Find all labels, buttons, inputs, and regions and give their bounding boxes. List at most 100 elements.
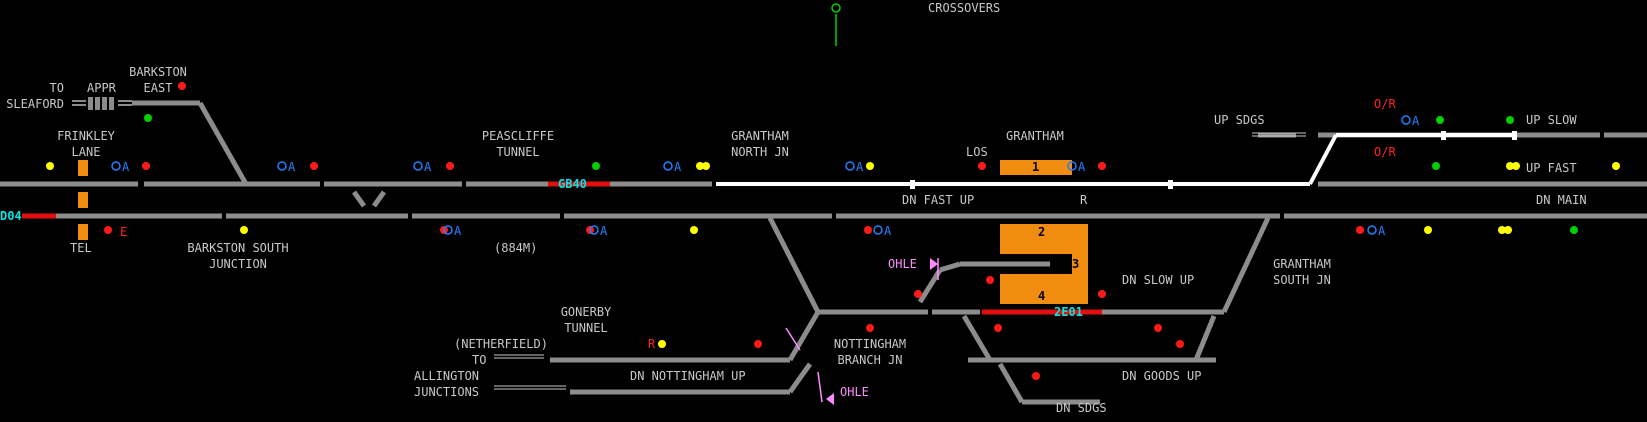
- signal-green-icon[interactable]: [1506, 116, 1514, 124]
- auto-working-label: A: [674, 160, 682, 174]
- dn-fast-up-label: DN FAST UP: [902, 193, 975, 207]
- signal-yellow-icon[interactable]: [1498, 226, 1506, 234]
- auto-working-label: A: [288, 160, 296, 174]
- route-to-up-slow[interactable]: [1308, 134, 1338, 185]
- auto-working-label: A: [424, 160, 432, 174]
- signal-red-icon[interactable]: [866, 324, 874, 332]
- nottingham-branch-label: NOTTINGHAM: [833, 337, 907, 351]
- signal-yellow-icon[interactable]: [1512, 162, 1520, 170]
- signal-red-icon[interactable]: [986, 276, 994, 284]
- ohle-marker-icon[interactable]: [826, 393, 834, 405]
- los-label: LOS: [966, 145, 988, 159]
- signal-yellow-icon[interactable]: [1506, 162, 1514, 170]
- auto-working-icon[interactable]: [663, 161, 673, 171]
- track-nottingham-dn-link[interactable]: [787, 362, 813, 394]
- signal-yellow-icon[interactable]: [46, 162, 54, 170]
- auto-working-icon[interactable]: [873, 225, 883, 235]
- dn-slow-up-label: DN SLOW UP: [1122, 273, 1195, 287]
- signal-yellow-icon[interactable]: [1612, 162, 1620, 170]
- signal-red-icon[interactable]: [142, 162, 150, 170]
- track-barkston-curve[interactable]: [197, 101, 249, 186]
- track-south-curve[interactable]: [1221, 216, 1271, 314]
- auto-working-icon[interactable]: [1401, 115, 1411, 125]
- signal-yellow-icon[interactable]: [696, 162, 704, 170]
- berth-2e01[interactable]: 2E01: [1054, 305, 1083, 319]
- or-label-2: O/R: [1374, 145, 1396, 159]
- track-bay-link-2[interactable]: [917, 268, 943, 304]
- allington-label: ALLINGTON: [414, 369, 480, 383]
- auto-working-icon[interactable]: [1367, 225, 1377, 235]
- track-crossover-1[interactable]: [351, 190, 367, 208]
- auto-working-icon[interactable]: [443, 225, 453, 235]
- platform-2[interactable]: [1000, 224, 1088, 254]
- track-nottingham-diverge[interactable]: [767, 216, 821, 314]
- allington-label-2: JUNCTIONS: [414, 385, 480, 399]
- signal-yellow-icon[interactable]: [866, 162, 874, 170]
- track-joints: [138, 180, 1284, 316]
- track-crossover-2[interactable]: [371, 190, 387, 208]
- signal-red-icon[interactable]: [1032, 372, 1040, 380]
- crossovers-indicator-icon[interactable]: [831, 3, 841, 13]
- signal-green-icon[interactable]: [592, 162, 600, 170]
- grantham-north-label-2: NORTH JN: [731, 145, 789, 159]
- signal-red-icon[interactable]: [994, 324, 1002, 332]
- signal-yellow-icon[interactable]: [1504, 226, 1512, 234]
- e-label: E: [120, 225, 128, 239]
- signal-yellow-icon[interactable]: [658, 340, 666, 348]
- signal-red-icon[interactable]: [864, 226, 872, 234]
- grantham-label: GRANTHAM: [1006, 129, 1064, 143]
- ohle-marker-icon[interactable]: [930, 258, 938, 270]
- signal-green-icon[interactable]: [144, 114, 152, 122]
- auto-working-icon[interactable]: [413, 161, 423, 171]
- signal-green-icon[interactable]: [1570, 226, 1578, 234]
- track-nottingham-link[interactable]: [787, 310, 821, 362]
- signal-yellow-icon[interactable]: [240, 226, 248, 234]
- frinkley-lane-label-2: LANE: [71, 145, 101, 159]
- netherfield-label: (NETHERFIELD): [454, 337, 548, 351]
- signal-yellow-icon[interactable]: [702, 162, 710, 170]
- signal-red-icon[interactable]: [310, 162, 318, 170]
- platform-3[interactable]: [1072, 254, 1088, 274]
- auto-working-icon[interactable]: [589, 225, 599, 235]
- signal-red-icon[interactable]: [1098, 290, 1106, 298]
- signal-red-icon[interactable]: [1154, 324, 1162, 332]
- track-dn-sdgs-link[interactable]: [997, 362, 1025, 404]
- signal-red-icon[interactable]: [978, 162, 986, 170]
- sleaford-label: SLEAFORD: [6, 97, 64, 111]
- track-bay-link[interactable]: [939, 261, 961, 273]
- platform-1[interactable]: [1000, 160, 1072, 175]
- signal-yellow-icon[interactable]: [1424, 226, 1432, 234]
- track-layout: [0, 100, 1647, 405]
- signal-green-icon[interactable]: [1432, 162, 1440, 170]
- track-goods-link[interactable]: [961, 314, 993, 362]
- auto-working-label: A: [1412, 114, 1420, 128]
- auto-working-label: A: [122, 160, 130, 174]
- signal-red-icon[interactable]: [1098, 162, 1106, 170]
- signal-red-icon[interactable]: [914, 290, 922, 298]
- signal-yellow-icon[interactable]: [690, 226, 698, 234]
- signal-red-icon[interactable]: [754, 340, 762, 348]
- signal-red-icon[interactable]: [178, 82, 186, 90]
- platform-2-number: 2: [1038, 225, 1046, 239]
- track-goods-link-2[interactable]: [1193, 315, 1217, 361]
- berth-d04[interactable]: D04: [0, 209, 22, 223]
- frinkley-lane-label: FRINKLEY: [57, 129, 115, 143]
- auto-working-icon[interactable]: [277, 161, 287, 171]
- berth-gb40[interactable]: GB40: [558, 177, 587, 191]
- barkston-south-label-2: JUNCTION: [209, 257, 267, 271]
- auto-working-icon[interactable]: [111, 161, 121, 171]
- platform-3-number: 3: [1072, 257, 1080, 271]
- barkston-south-label: BARKSTON SOUTH: [187, 241, 289, 255]
- signal-red-icon[interactable]: [446, 162, 454, 170]
- signal-green-icon[interactable]: [1436, 116, 1444, 124]
- signal-red-icon[interactable]: [1356, 226, 1364, 234]
- platform-4[interactable]: [1000, 274, 1088, 304]
- signal-red-icon[interactable]: [104, 226, 112, 234]
- auto-working-icon[interactable]: [1067, 161, 1077, 171]
- signal-red-icon[interactable]: [1176, 340, 1184, 348]
- grantham-south-label-2: SOUTH JN: [1273, 273, 1331, 287]
- grantham-south-label: GRANTHAM: [1273, 257, 1331, 271]
- ohle-label-2: OHLE: [840, 385, 869, 399]
- auto-working-icon[interactable]: [845, 161, 855, 171]
